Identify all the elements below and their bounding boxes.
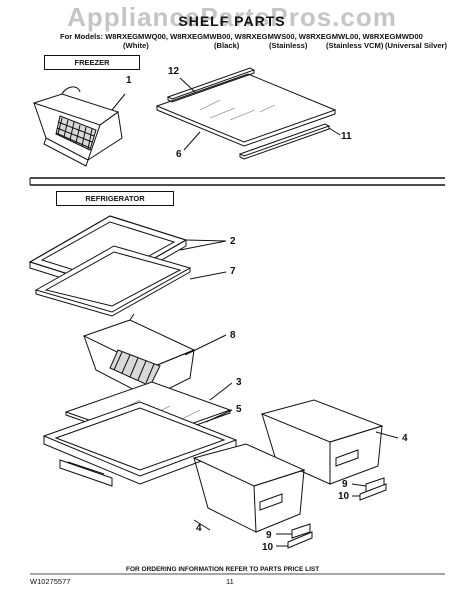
refrigerator-section-label: REFRIGERATOR (56, 191, 174, 206)
crisper-shelf-drawing (42, 381, 238, 487)
variant-black: (Black) (214, 41, 240, 50)
crisper-drawer-right-drawing (260, 399, 399, 501)
document-number: W10275577 (30, 577, 71, 586)
section-divider (29, 177, 445, 186)
variant-white: (White) (123, 41, 149, 50)
callout-7: 7 (230, 266, 236, 277)
callout-9-right: 9 (342, 479, 348, 490)
freezer-shelf-drawing (155, 67, 341, 160)
refrigerator-shelf-drawing (28, 215, 227, 317)
freezer-basket-drawing (32, 86, 126, 167)
callout-10-right: 10 (338, 491, 350, 502)
watermark: AppliancePartsPros.com (67, 2, 397, 32)
callout-9-left: 9 (266, 530, 272, 541)
callout-6: 6 (176, 149, 182, 160)
callout-8: 8 (230, 330, 236, 341)
callout-2: 2 (230, 236, 236, 247)
crisper-drawer-left-drawing (192, 443, 313, 549)
callout-5: 5 (236, 404, 242, 415)
variant-stainless: (Stainless) (269, 41, 308, 50)
callout-11: 11 (341, 131, 352, 142)
models-line: For Models: W8RXEGMWQ00, W8RXEGMWB00, W8… (60, 32, 423, 41)
callout-10-left: 10 (262, 542, 274, 553)
page-title: SHELF PARTS (178, 13, 286, 29)
callout-1: 1 (126, 75, 132, 86)
ordering-note: FOR ORDERING INFORMATION REFER TO PARTS … (126, 566, 320, 573)
variant-universal-silver: (Universal Silver) (385, 41, 448, 50)
page-number: 11 (226, 577, 234, 586)
variant-stainless-vcm: (Stainless VCM) (326, 41, 384, 50)
callout-4-left: 4 (196, 523, 202, 534)
freezer-section-label: FREEZER (44, 55, 140, 70)
callout-3: 3 (236, 377, 242, 388)
callout-12: 12 (168, 66, 180, 77)
callout-4-right: 4 (402, 433, 408, 444)
